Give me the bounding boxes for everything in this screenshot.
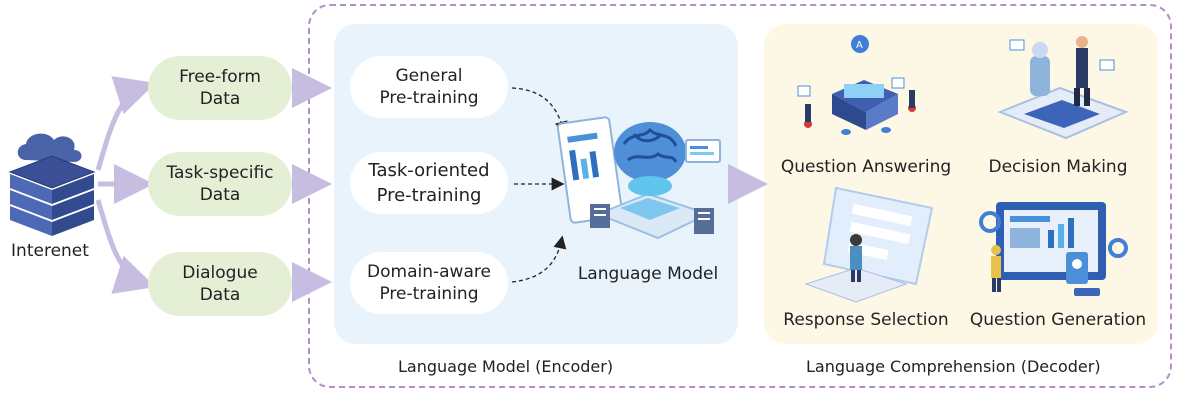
arrow-internet-to-dialogue bbox=[95, 199, 156, 294]
language-model-label: Language Model bbox=[577, 264, 719, 284]
arrow-internet-to-freeform bbox=[95, 76, 156, 171]
data-source-line1: Dialogue bbox=[182, 263, 258, 283]
question-answering-illustration: A bbox=[797, 35, 916, 135]
pretraining-line2: Pre-training bbox=[379, 88, 479, 108]
dashed-arrow-general bbox=[511, 87, 568, 135]
language-model-brain-icon bbox=[556, 116, 721, 240]
question-generation-illustration bbox=[979, 202, 1128, 296]
decision-making-illustration bbox=[997, 36, 1129, 140]
pretraining-line2: Pre-training bbox=[379, 284, 479, 304]
dashed-arrow-domain bbox=[511, 235, 567, 283]
pretraining-line1: General bbox=[395, 66, 463, 86]
pretraining-line1: Domain-aware bbox=[367, 262, 491, 282]
data-source-line2: Data bbox=[199, 285, 241, 305]
decoder-caption: Language Comprehension (Decoder) bbox=[806, 357, 1101, 376]
data-source-line2: Data bbox=[199, 89, 241, 109]
data-source-line2: Data bbox=[199, 185, 241, 205]
internet-label: Interenet bbox=[11, 241, 89, 261]
pretraining-line2: Pre-training bbox=[376, 185, 482, 206]
task-label-decision-making: Decision Making bbox=[988, 157, 1128, 177]
data-source-line1: Task-specific bbox=[166, 163, 274, 183]
encoder-caption: Language Model (Encoder) bbox=[398, 357, 614, 376]
task-label-question-answering: Question Answering bbox=[780, 157, 952, 177]
data-source-line1: Free-form bbox=[179, 67, 261, 87]
svg-text:A: A bbox=[856, 40, 863, 51]
internet-server-icon bbox=[8, 133, 96, 236]
pretraining-line1: Task-oriented bbox=[368, 160, 490, 181]
response-selection-illustration bbox=[804, 186, 934, 303]
task-label-response-selection: Response Selection bbox=[783, 310, 949, 330]
task-label-question-generation: Question Generation bbox=[969, 310, 1147, 330]
